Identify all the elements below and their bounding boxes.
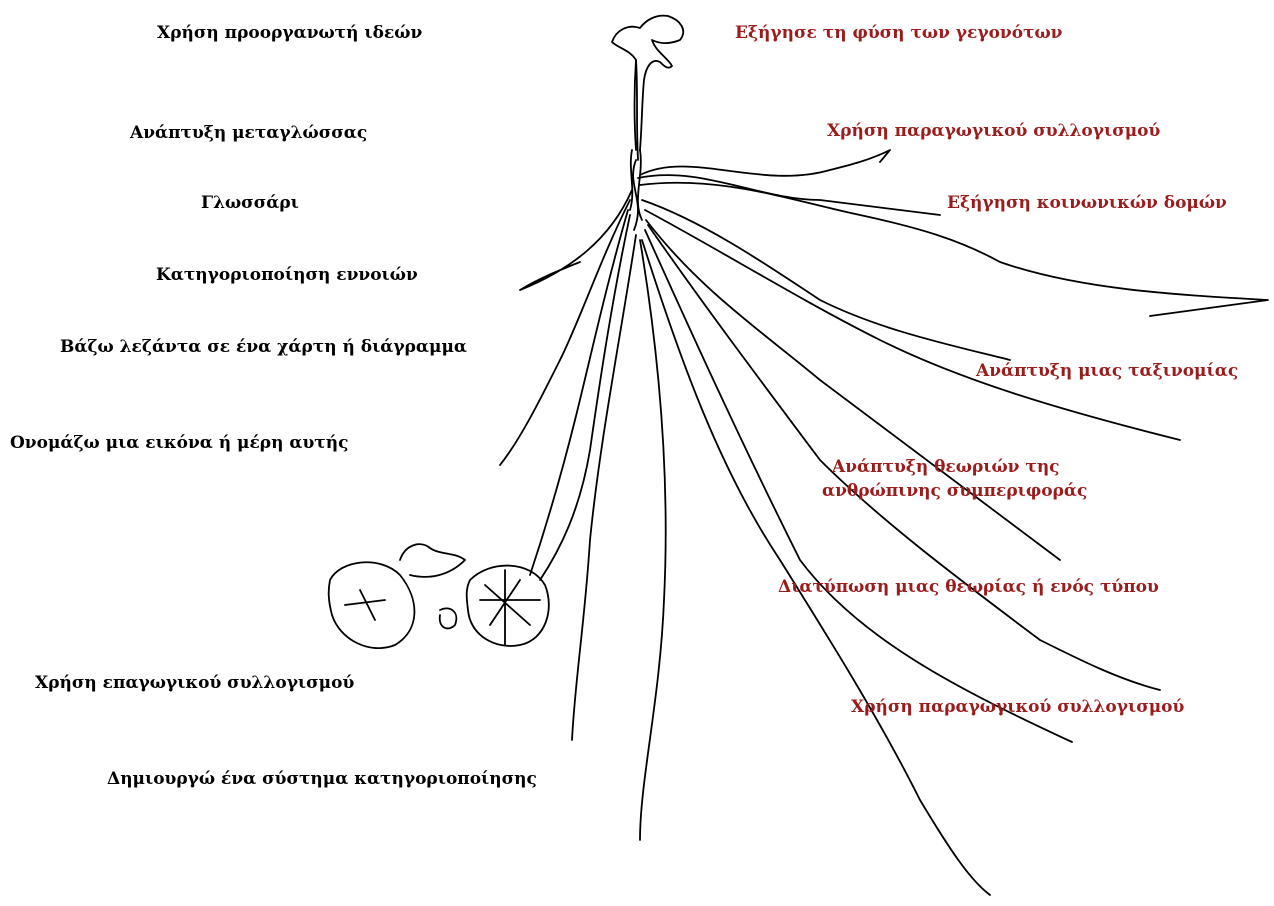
left-label-classification-system: Δημιουργώ ένα σύστημα κατηγοριοποίησης <box>107 768 537 790</box>
root-right-6 <box>646 220 1060 560</box>
root-left-4 <box>540 215 630 580</box>
left-label-caption-map: Βάζω λεζάντα σε ένα χάρτη ή διάγραμμα <box>60 336 467 358</box>
right-label-theories-line1: Ανάπτυξη θεωριών της <box>832 456 1060 478</box>
root-left-1 <box>520 190 632 290</box>
root-cluster-middle <box>400 544 465 628</box>
left-label-categorize-concepts: Κατηγοριοποίηση εννοιών <box>156 264 418 286</box>
left-label-advance-organizer: Χρήση προοργανωτή ιδεών <box>157 22 422 44</box>
right-label-deductive-reasoning-1: Χρήση παραγωγικού συλλογισμού <box>827 120 1160 142</box>
root-right-4 <box>642 200 1010 360</box>
right-label-explain-nature: Εξήγησε τη φύση των γεγονότων <box>735 22 1062 44</box>
right-label-deductive-reasoning-2: Χρήση παραγωγικού συλλογισμού <box>851 696 1184 718</box>
right-label-taxonomy: Ανάπτυξη μιας ταξινομίας <box>976 360 1238 382</box>
left-label-metalanguage: Ανάπτυξη μεταγλώσσας <box>130 122 367 144</box>
root-right-1 <box>640 150 890 176</box>
root-down-1 <box>640 240 666 840</box>
root-right-2 <box>638 175 940 215</box>
right-label-theories-line2: ανθρώπινης συμπεριφοράς <box>822 480 1087 502</box>
root-cluster-left <box>329 562 415 648</box>
right-label-formulate-theory: Διατύπωση μιας θεωρίας ή ενός τύπου <box>778 576 1159 598</box>
root-left-3 <box>530 210 628 575</box>
right-label-social-structures: Εξήγηση κοινωνικών δομών <box>947 192 1227 214</box>
root-cluster-tangle <box>345 570 540 645</box>
seedling-leaves <box>612 16 683 150</box>
root-left-2 <box>500 200 630 465</box>
left-label-name-image: Ονομάζω μια εικόνα ή μέρη αυτής <box>10 432 348 454</box>
left-label-glossary: Γλωσσάρι <box>201 192 299 214</box>
left-label-inductive-reasoning: Χρήση επαγωγικού συλλογισμού <box>35 672 354 694</box>
